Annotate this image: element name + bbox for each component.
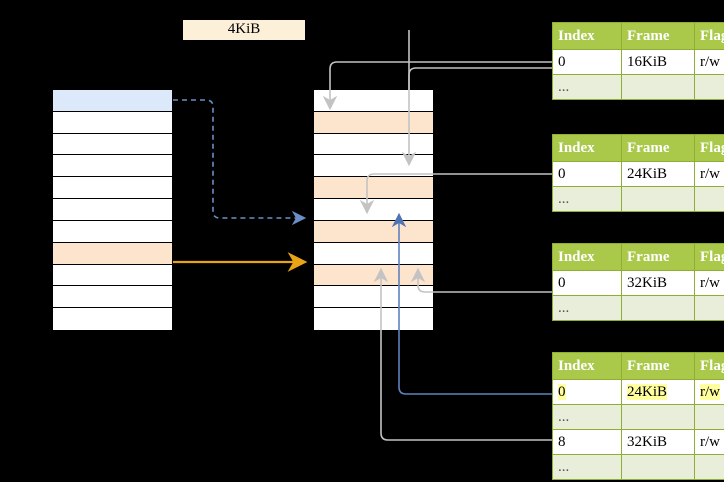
virtual-page-cell-8 bbox=[53, 264, 172, 287]
wire-table1-branch bbox=[408, 67, 552, 90]
virtual-page-cell-9 bbox=[53, 286, 172, 309]
physical-memory-column bbox=[313, 89, 434, 331]
column-header-index: Index bbox=[552, 243, 622, 271]
column-header-flags: Flags bbox=[694, 243, 724, 271]
cell-index: 0 bbox=[552, 161, 622, 187]
highlighted-value: 24KiB bbox=[627, 383, 668, 400]
page-table-4: IndexFrameFlags024KiBr/w...832KiBr/w... bbox=[552, 352, 724, 480]
physical-frame-cell-6 bbox=[314, 220, 433, 243]
physical-frame-cell-8 bbox=[314, 264, 433, 287]
virtual-page-cell-5 bbox=[53, 199, 172, 221]
cell-index: 0 bbox=[552, 379, 622, 405]
cell-flags: r/w bbox=[694, 49, 724, 75]
page-table-1: IndexFrameFlags016KiBr/w... bbox=[552, 22, 724, 100]
cell-index: ... bbox=[552, 404, 622, 430]
table-header-row: IndexFrameFlags bbox=[552, 134, 724, 162]
column-header-index: Index bbox=[552, 134, 622, 162]
table-header-row: IndexFrameFlags bbox=[552, 22, 724, 50]
cell-frame: 24KiB bbox=[621, 161, 695, 187]
physical-frame-cell-7 bbox=[314, 242, 433, 265]
cell-frame: 32KiB bbox=[621, 270, 695, 296]
cell-frame bbox=[621, 454, 695, 480]
column-header-flags: Flags bbox=[694, 352, 724, 380]
cell-frame bbox=[621, 295, 695, 321]
cell-flags bbox=[694, 186, 724, 212]
column-header-index: Index bbox=[552, 22, 622, 50]
table-row: 0 24KiB r/w bbox=[552, 379, 724, 405]
cell-frame bbox=[621, 186, 695, 212]
cell-flags bbox=[694, 454, 724, 480]
virtual-address-space-column bbox=[52, 89, 173, 331]
cell-index: ... bbox=[552, 454, 622, 480]
table-row: ... bbox=[552, 295, 724, 321]
physical-frame-cell-1 bbox=[314, 111, 433, 134]
table-header-row: IndexFrameFlags bbox=[552, 243, 724, 271]
virtual-page-cell-10 bbox=[53, 308, 172, 330]
wire-table3-to-row8 bbox=[410, 267, 552, 293]
table-header-row: IndexFrameFlags bbox=[552, 352, 724, 380]
cell-frame bbox=[621, 74, 695, 100]
physical-frame-cell-4 bbox=[314, 177, 433, 200]
cell-flags: r/w bbox=[694, 161, 724, 187]
physical-frame-cell-10 bbox=[314, 308, 433, 330]
virtual-page-cell-3 bbox=[53, 155, 172, 178]
table-row: ... bbox=[552, 404, 724, 430]
highlighted-value: r/w bbox=[700, 383, 720, 400]
column-header-flags: Flags bbox=[694, 134, 724, 162]
physical-frame-cell-2 bbox=[314, 133, 433, 156]
virtual-page-cell-1 bbox=[53, 111, 172, 134]
cell-flags: r/w bbox=[694, 270, 724, 296]
physical-frame-cell-5 bbox=[314, 199, 433, 221]
page-table-3: IndexFrameFlags032KiBr/w... bbox=[552, 243, 724, 321]
column-header-frame: Frame bbox=[621, 352, 695, 380]
cell-flags bbox=[694, 404, 724, 430]
cell-index: ... bbox=[552, 74, 622, 100]
column-header-index: Index bbox=[552, 352, 622, 380]
cell-index: ... bbox=[552, 186, 622, 212]
cell-index: 8 bbox=[552, 429, 622, 455]
column-header-frame: Frame bbox=[621, 22, 695, 50]
column-header-flags: Flags bbox=[694, 22, 724, 50]
physical-frame-cell-0 bbox=[314, 90, 433, 112]
cell-frame: 16KiB bbox=[621, 49, 695, 75]
cell-flags bbox=[694, 74, 724, 100]
virtual-page-cell-0 bbox=[53, 90, 172, 112]
cell-index: 0 bbox=[552, 49, 622, 75]
page-size-tag: 4KiB bbox=[183, 20, 305, 40]
physical-frame-cell-3 bbox=[314, 155, 433, 178]
table-row: ... bbox=[552, 186, 724, 212]
cell-flags: r/w bbox=[694, 379, 724, 405]
page-table-2: IndexFrameFlags024KiBr/w... bbox=[552, 134, 724, 212]
virtual-page-cell-6 bbox=[53, 220, 172, 243]
cell-flags bbox=[694, 295, 724, 321]
table-row: ... bbox=[552, 454, 724, 480]
table-row: ... bbox=[552, 74, 724, 100]
physical-frame-cell-9 bbox=[314, 286, 433, 309]
virtual-page-cell-7 bbox=[53, 242, 172, 265]
column-header-frame: Frame bbox=[621, 243, 695, 271]
cell-index: 0 bbox=[552, 270, 622, 296]
cell-flags: r/w bbox=[694, 429, 724, 455]
cell-frame: 24KiB bbox=[621, 379, 695, 405]
virtual-page-cell-2 bbox=[53, 133, 172, 156]
highlighted-value: 0 bbox=[558, 383, 566, 400]
cell-index: ... bbox=[552, 295, 622, 321]
column-header-frame: Frame bbox=[621, 134, 695, 162]
cell-frame: 32KiB bbox=[621, 429, 695, 455]
blue-dashed-mapping-arrow bbox=[173, 99, 307, 226]
cell-frame bbox=[621, 404, 695, 430]
virtual-page-cell-4 bbox=[53, 177, 172, 200]
